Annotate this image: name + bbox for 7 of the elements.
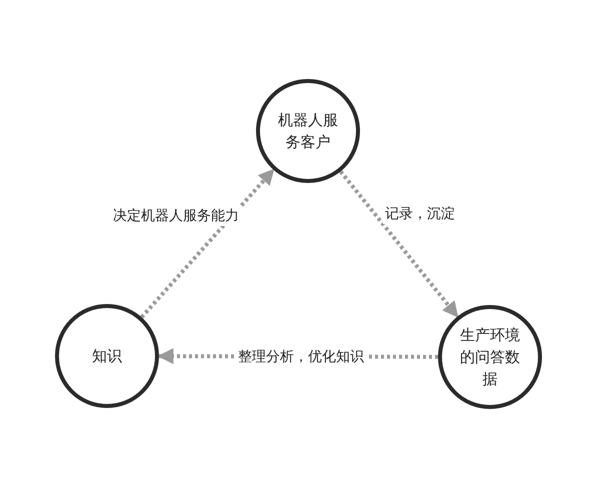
node-text: 机器人服务客户 bbox=[277, 110, 339, 153]
arrow bbox=[339, 170, 459, 318]
edge-label: 记录，沉淀 bbox=[383, 204, 457, 224]
edge-label: 决定机器人服务能力 bbox=[111, 206, 241, 226]
node-text: 知识 bbox=[91, 346, 123, 367]
arrow bbox=[140, 168, 275, 319]
node-text: 生产环境的问答数据 bbox=[459, 325, 521, 390]
